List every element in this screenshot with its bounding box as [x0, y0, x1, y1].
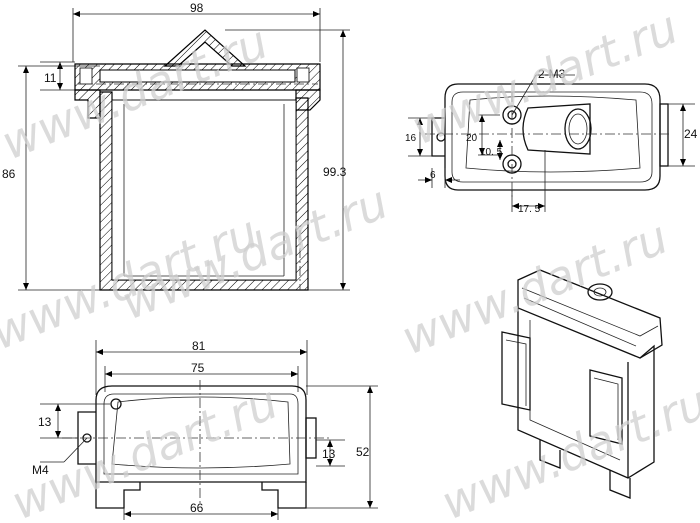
bottom-view: 81 75 13 M4 13 [32, 339, 378, 520]
dim-75: 75 [191, 361, 205, 375]
dim-66: 66 [190, 501, 204, 515]
dim-52: 52 [356, 445, 370, 459]
dim-6: 6 [430, 170, 436, 181]
watermark-text: www.dart.ru [404, 0, 685, 155]
dim-20: 20 [466, 133, 478, 144]
dim-24: 24 [684, 127, 698, 141]
front-section-view: 98 11 86 99.3 [2, 1, 350, 291]
top-view: 2-M3 24 16 20 10. 5 6 17. 5 [405, 67, 698, 215]
dim-13-left: 13 [38, 415, 52, 429]
dim-11: 11 [44, 71, 57, 85]
dim-98: 98 [190, 1, 204, 15]
isometric-view [501, 269, 663, 499]
dim-2-m3: 2-M3 [538, 67, 566, 81]
watermark-text: www.dart.ru [434, 375, 700, 523]
watermark-text: www.dart.ru [394, 210, 675, 366]
dim-99-3: 99.3 [323, 165, 347, 179]
dim-13-right: 13 [322, 447, 336, 461]
watermark-text: www.dart.ru [4, 375, 285, 523]
dim-16: 16 [405, 133, 417, 144]
dim-m4: M4 [32, 463, 49, 477]
dim-17-5: 17. 5 [518, 204, 541, 215]
dim-86: 86 [2, 167, 16, 181]
dim-10-5: 10. 5 [480, 147, 503, 158]
dim-81: 81 [192, 339, 206, 353]
